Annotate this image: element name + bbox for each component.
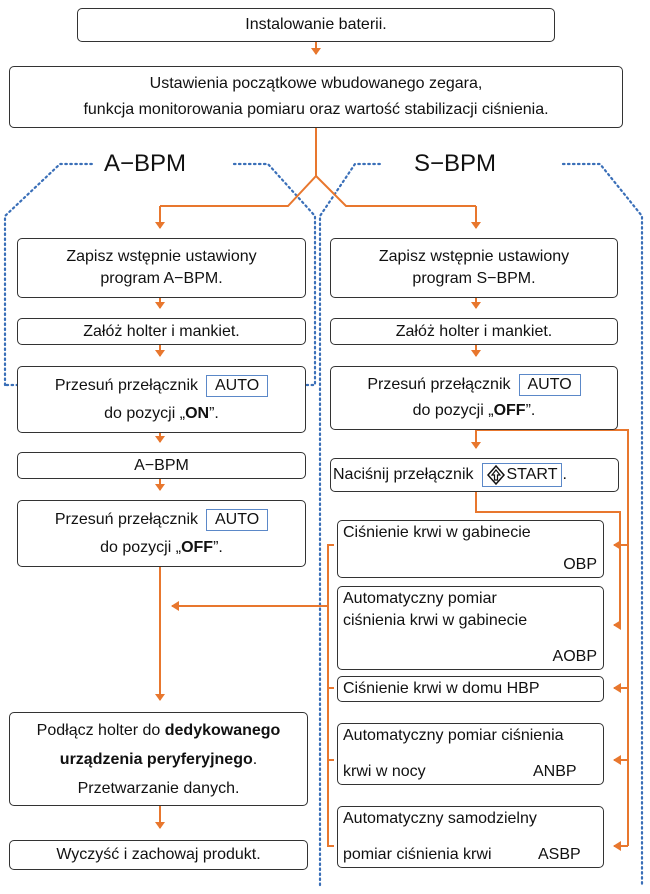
step-initial-settings-line2: funkcja monitorowania pomiaru oraz warto… bbox=[83, 101, 549, 118]
abpm-switch-off-line1: Przesuń przełącznik AUTO bbox=[54, 506, 269, 534]
abpm-switch-off-line2: do pozycji „OFF”. bbox=[100, 534, 223, 562]
connect-text: Podłącz holter do bbox=[36, 721, 165, 739]
sbpm-save-line1: Zapisz wstępnie ustawiony bbox=[378, 248, 570, 265]
step-initial-settings: Ustawienia początkowe wbudowanego zegara… bbox=[9, 66, 623, 128]
clean-product: Wyczyść i zachowaj produkt. bbox=[9, 840, 308, 870]
abpm-switch-off-text: Przesuń przełącznik bbox=[54, 510, 198, 528]
feed-line-right bbox=[476, 429, 629, 846]
sbpm-press-start: Naciśnij przełącznik START . bbox=[330, 458, 619, 492]
sbpm-switch-off-state: OFF bbox=[493, 402, 526, 419]
step-initial-settings-line1: Ustawienia początkowe wbudowanego zegara… bbox=[149, 75, 483, 92]
aobp-code: AOBP bbox=[552, 648, 597, 665]
obp-code: OBP bbox=[563, 556, 597, 573]
abpm-switch-on-end: ”. bbox=[209, 404, 219, 422]
anbp-line2: krwi w nocy bbox=[343, 763, 426, 780]
abpm-switch-on-line1: Przesuń przełącznik AUTO bbox=[54, 372, 269, 400]
connect-line1: Podłącz holter do dedykowanego bbox=[37, 716, 281, 745]
asbp-box: Automatyczny samodzielny pomiar ciśnieni… bbox=[337, 806, 604, 868]
abpm-switch-on-text: Przesuń przełącznik bbox=[54, 376, 198, 394]
sbpm-switch-off-pos: do pozycji „ bbox=[412, 402, 494, 419]
sbpm-press-start-text: Naciśnij przełącznik bbox=[333, 466, 474, 483]
sbpm-save-program: Zapisz wstępnie ustawiony program S−BPM. bbox=[330, 238, 618, 298]
abpm-zone-title: A−BPM bbox=[104, 150, 187, 177]
abpm-switch-off-pos: do pozycji „ bbox=[100, 538, 182, 556]
sbpm-switch-off-text: Przesuń przełącznik bbox=[367, 376, 511, 393]
connect-line3: Przetwarzanie danych. bbox=[77, 779, 240, 797]
abpm-save-line2: program A−BPM. bbox=[100, 270, 223, 287]
abpm-attach-text: Załóż holter i mankiet. bbox=[83, 322, 240, 340]
abpm-mode: A−BPM bbox=[17, 452, 306, 479]
abpm-save-program: Zapisz wstępnie ustawiony program A−BPM. bbox=[17, 238, 306, 298]
auto-key-label: AUTO bbox=[518, 374, 581, 396]
aobp-line1: Automatyczny pomiar bbox=[343, 590, 497, 607]
split-connector bbox=[160, 128, 476, 207]
step-install-battery-text: Instalowanie baterii. bbox=[245, 16, 387, 33]
sbpm-attach-text: Załóż holter i mankiet. bbox=[395, 322, 553, 340]
step-install-battery: Instalowanie baterii. bbox=[77, 8, 555, 42]
sbpm-zone-boundary bbox=[318, 162, 644, 887]
abpm-switch-on: Przesuń przełącznik AUTO do pozycji „ON”. bbox=[17, 366, 306, 433]
sbpm-switch-off-end: ”. bbox=[525, 402, 536, 419]
anbp-box: Automatyczny pomiar ciśnienia krwi w noc… bbox=[337, 723, 604, 785]
abpm-save-line1: Zapisz wstępnie ustawiony bbox=[66, 248, 257, 265]
abpm-attach-holter: Załóż holter i mankiet. bbox=[17, 318, 306, 345]
sbpm-switch-off-line2: do pozycji „OFF”. bbox=[413, 398, 536, 424]
hbp-label: Ciśnienie krwi w domu HBP bbox=[343, 680, 540, 697]
asbp-code: ASBP bbox=[538, 846, 581, 863]
sbpm-attach-holter: Załóż holter i mankiet. bbox=[330, 318, 618, 345]
aobp-box: Automatyczny pomiar ciśnienia krwi w gabi… bbox=[337, 586, 604, 670]
hbp-box: Ciśnienie krwi w domu HBP bbox=[337, 676, 604, 702]
start-key-label: START bbox=[506, 466, 558, 483]
asbp-line2: pomiar ciśnienia krwi bbox=[343, 846, 492, 863]
start-key: START bbox=[481, 463, 563, 487]
connect-end: . bbox=[252, 750, 258, 768]
auto-key-label: AUTO bbox=[206, 374, 269, 397]
sbpm-switch-off: Przesuń przełącznik AUTO do pozycji „OFF”… bbox=[330, 366, 618, 430]
obp-label: Ciśnienie krwi w gabinecie bbox=[343, 524, 531, 541]
connect-bold-1: dedykowanego bbox=[164, 721, 281, 739]
abpm-switch-on-state: ON bbox=[185, 404, 210, 422]
asbp-line1: Automatyczny samodzielny bbox=[343, 810, 537, 827]
sbpm-zone-title: S−BPM bbox=[414, 150, 497, 177]
abpm-switch-off-end: ”. bbox=[213, 538, 223, 556]
clean-text: Wyczyść i zachowaj produkt. bbox=[56, 846, 261, 863]
aobp-line2: ciśnienia krwi w gabinecie bbox=[343, 612, 528, 629]
aobp-label: Automatyczny pomiar ciśnienia krwi w gabi… bbox=[343, 588, 527, 632]
sbpm-switch-off-line1: Przesuń przełącznik AUTO bbox=[367, 372, 581, 398]
start-diamond-icon bbox=[486, 465, 505, 485]
connect-bold-2: urządzenia peryferyjnego bbox=[59, 750, 253, 768]
sbpm-save-line2: program S−BPM. bbox=[412, 270, 536, 287]
connect-line2: urządzenia peryferyjnego. bbox=[60, 745, 257, 774]
abpm-switch-off: Przesuń przełącznik AUTO do pozycji „OFF”… bbox=[17, 500, 306, 567]
anbp-line1: Automatyczny pomiar ciśnienia bbox=[343, 727, 564, 744]
abpm-switch-off-state: OFF bbox=[181, 538, 214, 556]
sbpm-press-start-end: . bbox=[562, 466, 567, 483]
abpm-mode-text: A−BPM bbox=[134, 456, 189, 474]
connect-peripheral: Podłącz holter do dedykowanego urządzeni… bbox=[9, 712, 308, 806]
anbp-code: ANBP bbox=[533, 763, 577, 780]
collector-line-left bbox=[327, 544, 334, 847]
auto-key-label: AUTO bbox=[206, 508, 269, 531]
abpm-switch-on-line2: do pozycji „ON”. bbox=[104, 400, 219, 428]
abpm-switch-on-pos: do pozycji „ bbox=[104, 404, 186, 422]
obp-box: Ciśnienie krwi w gabinecie OBP bbox=[337, 520, 604, 578]
start-to-aobp-line bbox=[475, 492, 621, 625]
